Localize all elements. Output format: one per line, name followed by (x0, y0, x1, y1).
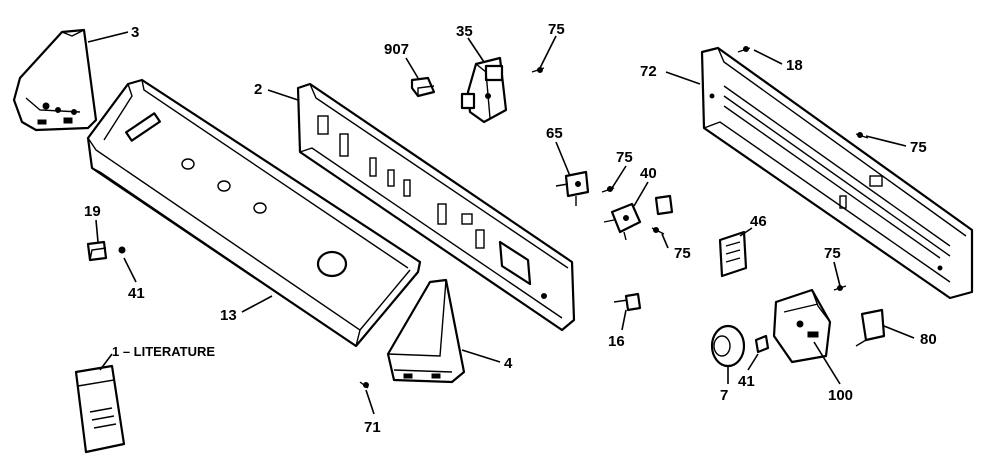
callout-41-a: 41 (128, 285, 145, 302)
part-100-timer (772, 288, 832, 364)
part-65-switch (555, 170, 590, 206)
part-16-knob-pin (613, 292, 642, 312)
part-1-literature-bag (74, 364, 126, 454)
callout-75-b: 75 (616, 149, 633, 166)
callout-19: 19 (84, 203, 101, 220)
part-41-screw-a (118, 246, 126, 254)
callout-35: 35 (456, 23, 473, 40)
callout-71: 71 (364, 419, 381, 436)
callout-4: 4 (504, 355, 513, 372)
callout-65: 65 (546, 125, 563, 142)
part-75-screw-e (833, 285, 847, 291)
callout-75-a: 75 (548, 21, 565, 38)
callout-72: 72 (640, 63, 657, 80)
callout-16: 16 (608, 333, 625, 350)
callout-3: 3 (131, 24, 139, 41)
part-18-screw (737, 46, 751, 53)
part-4-right-end-cap (386, 278, 466, 384)
callout-75-d: 75 (674, 245, 691, 262)
callout-1-literature: 1 – LITERATURE (112, 344, 215, 359)
part-75-screw-c (651, 227, 665, 235)
leader-lines (87, 31, 915, 415)
part-3-left-end-cap (12, 28, 98, 132)
part-19-small-block (86, 240, 108, 262)
callout-18: 18 (786, 57, 803, 74)
part-80-clip (855, 308, 886, 347)
callout-40: 40 (640, 165, 657, 182)
part-75-screw-d (855, 132, 869, 139)
callout-7: 7 (720, 387, 728, 404)
callout-100: 100 (828, 387, 853, 404)
callout-907: 907 (384, 41, 409, 58)
part-72-rear-panel (700, 46, 974, 300)
part-71-screw (359, 381, 369, 389)
callout-13: 13 (220, 307, 237, 324)
part-2-control-panel-bracket (296, 82, 576, 332)
part-75-screw-b (601, 186, 615, 193)
callout-2: 2 (254, 81, 262, 98)
part-75-screw-a (531, 67, 545, 73)
part-7-knob (710, 324, 746, 368)
part-40-switch (603, 194, 674, 241)
part-13-backsplash-housing (86, 78, 422, 348)
callout-75-e: 75 (824, 245, 841, 262)
callout-41-b: 41 (738, 373, 755, 390)
callout-46: 46 (750, 213, 767, 230)
part-41-spacer-b (754, 334, 770, 354)
part-46-board (718, 230, 748, 278)
callout-75-c: 75 (910, 139, 927, 156)
part-907-small-block (410, 76, 436, 98)
callout-80: 80 (920, 331, 937, 348)
part-35-switch (460, 56, 508, 124)
